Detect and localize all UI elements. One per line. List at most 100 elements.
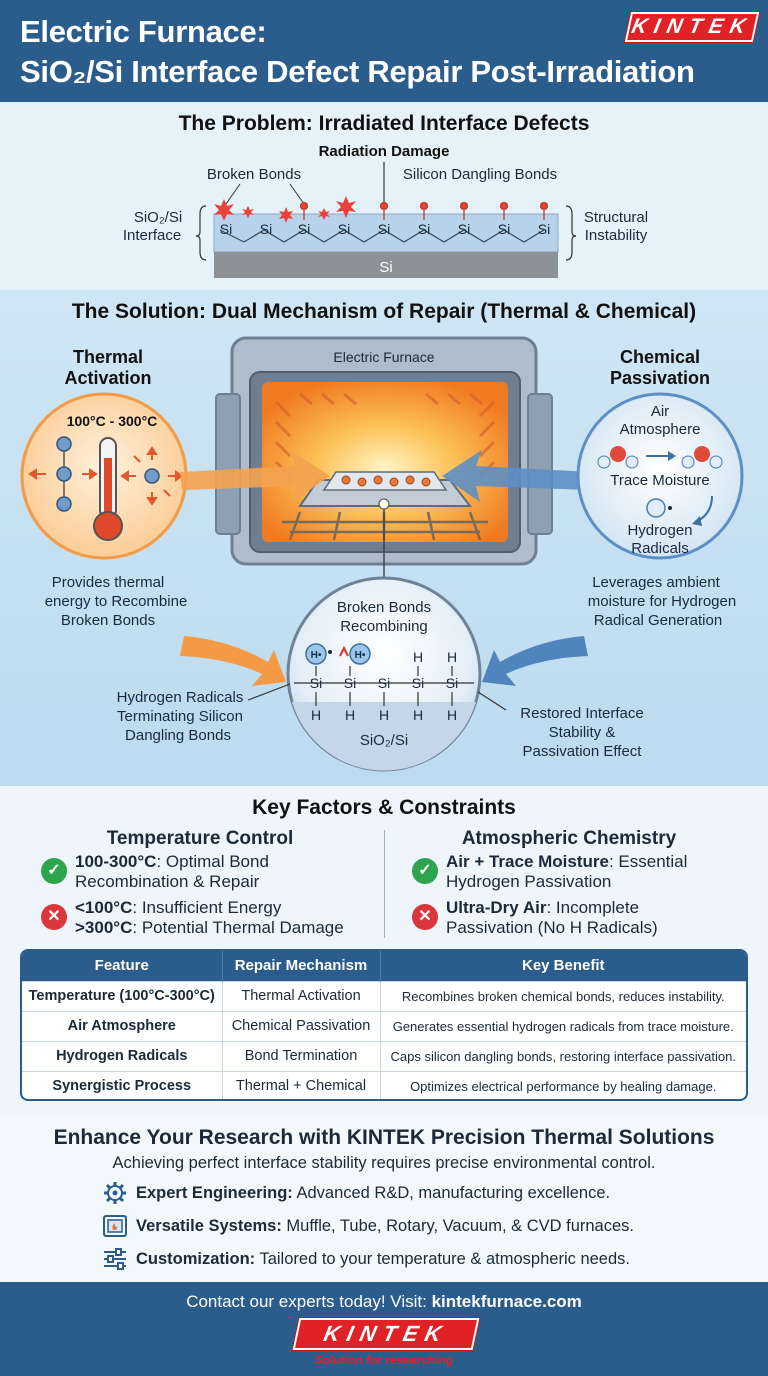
thermal-title-1: Thermal bbox=[73, 347, 143, 367]
svg-text:Si: Si bbox=[378, 221, 390, 237]
table-header: Feature bbox=[22, 951, 222, 981]
problem-title: The Problem: Irradiated Interface Defect… bbox=[178, 112, 590, 135]
water-molecule-icon bbox=[597, 446, 723, 469]
factors-section: Key Factors & Constraints Temperature Co… bbox=[0, 786, 768, 1116]
interface-label-2: Interface bbox=[123, 227, 181, 244]
kintek-logo[interactable]: KINTEK bbox=[624, 12, 760, 42]
temp-range: 100°C - 300°C bbox=[67, 413, 158, 429]
cta-section: Enhance Your Research with KINTEK Precis… bbox=[0, 1116, 768, 1282]
check-icon: ✓ bbox=[412, 858, 438, 884]
furnace-icon bbox=[102, 1214, 128, 1238]
left-callout-1: Hydrogen Radicals bbox=[117, 689, 244, 706]
right-callout-1: Restored Interface bbox=[520, 705, 643, 722]
table-cell: Synergistic Process bbox=[22, 1070, 222, 1099]
air-label-2: Atmosphere bbox=[620, 421, 701, 438]
instability-label-1: Structural bbox=[584, 209, 648, 226]
instability-label-2: Instability bbox=[585, 227, 648, 244]
page-title-line2: SiO₂/Si Interface Defect Repair Post-Irr… bbox=[20, 54, 695, 89]
svg-text:Si: Si bbox=[498, 221, 510, 237]
svg-text:Si: Si bbox=[344, 675, 356, 691]
dangling-bond-markers bbox=[299, 201, 549, 220]
h-radical-atoms-icon: H• H• bbox=[305, 643, 371, 665]
table-header: Key Benefit bbox=[379, 951, 746, 981]
chemical-title-1: Chemical bbox=[620, 347, 700, 367]
heat-curve-arrow-icon bbox=[180, 636, 286, 686]
check-icon: ✓ bbox=[41, 858, 67, 884]
contact-line: Contact our experts today! Visit: kintek… bbox=[186, 1292, 582, 1311]
interface-label-1: SiO₂/Si bbox=[134, 209, 182, 226]
atmosphere-bad: Ultra-Dry Air: Incomplete Passivation (N… bbox=[446, 898, 658, 937]
zoom-title-1: Broken Bonds bbox=[337, 599, 431, 616]
svg-text:Si: Si bbox=[338, 221, 350, 237]
svg-text:H: H bbox=[447, 707, 457, 723]
radiation-damage-label: Radiation Damage bbox=[319, 143, 450, 160]
h-radical-icon bbox=[646, 498, 666, 518]
svg-text:Si: Si bbox=[538, 221, 550, 237]
svg-text:H: H bbox=[447, 649, 457, 665]
table-row: Air Atmosphere Chemical Passivation Gene… bbox=[22, 1010, 746, 1041]
furnace-label: Electric Furnace bbox=[333, 349, 434, 365]
table-cell: Generates essential hydrogen radicals fr… bbox=[379, 1010, 746, 1041]
footer-tagline: Solution for researching bbox=[314, 1353, 454, 1367]
svg-text:H: H bbox=[311, 707, 321, 723]
kintek-footer-logo[interactable]: KINTEK bbox=[292, 1318, 480, 1350]
table-cell: Caps silicon dangling bonds, restoring i… bbox=[379, 1040, 746, 1071]
thermometer-icon bbox=[93, 437, 123, 541]
interface-defect-diagram: Radiation Damage Broken Bonds Silicon Da… bbox=[123, 143, 648, 278]
table-cell: Chemical Passivation bbox=[221, 1010, 380, 1041]
svg-text:Si: Si bbox=[220, 221, 232, 237]
header: Electric Furnace: SiO₂/Si Interface Defe… bbox=[0, 0, 768, 102]
footer: Contact our experts today! Visit: kintek… bbox=[0, 1282, 768, 1376]
svg-text:Si: Si bbox=[260, 221, 272, 237]
table-cell: Optimizes electrical performance by heal… bbox=[379, 1070, 746, 1099]
svg-text:Si: Si bbox=[418, 221, 430, 237]
svg-text:H: H bbox=[413, 649, 423, 665]
left-callout-2: Terminating Silicon bbox=[117, 708, 243, 725]
svg-text:H: H bbox=[379, 707, 389, 723]
cross-icon: ✕ bbox=[412, 904, 438, 930]
dual-mechanism-diagram: Thermal Activation 100°C - 300°C Provide… bbox=[20, 336, 744, 772]
svg-text:Si: Si bbox=[412, 675, 424, 691]
svg-text:Si: Si bbox=[446, 675, 458, 691]
table-row: Synergistic Process Thermal + Chemical O… bbox=[22, 1070, 746, 1099]
table-cell: Temperature (100°C-300°C) bbox=[22, 980, 222, 1011]
table-cell: Air Atmosphere bbox=[22, 1010, 222, 1041]
atmosphere-good: Air + Trace Moisture: Essential Hydrogen… bbox=[446, 852, 688, 891]
atmosphere-heading: Atmospheric Chemistry bbox=[461, 828, 677, 849]
temperature-heading: Temperature Control bbox=[106, 828, 294, 849]
svg-text:Si: Si bbox=[458, 221, 470, 237]
svg-text:Si: Si bbox=[310, 675, 322, 691]
chemical-desc-3: Radical Generation bbox=[594, 612, 722, 629]
svg-text:H•: H• bbox=[355, 650, 366, 661]
right-callout-2: Stability & bbox=[549, 724, 616, 741]
thermal-desc-1: Provides thermal bbox=[52, 574, 165, 591]
hydrogen-label-2: Radicals bbox=[631, 540, 689, 557]
table-header: Repair Mechanism bbox=[221, 951, 380, 981]
cross-icon: ✕ bbox=[41, 904, 67, 930]
table-cell: Thermal Activation bbox=[221, 980, 380, 1011]
right-callout-3: Passivation Effect bbox=[523, 743, 643, 760]
website-link[interactable]: kintekfurnace.com bbox=[431, 1292, 582, 1311]
moisture-arrow-icon bbox=[442, 450, 592, 502]
moisture-curve-arrow-icon bbox=[482, 636, 588, 686]
hydrogen-label-1: Hydrogen bbox=[627, 522, 692, 539]
broken-bonds-label: Broken Bonds bbox=[207, 166, 301, 183]
table-row: Temperature (100°C-300°C) Thermal Activa… bbox=[22, 980, 746, 1011]
heat-arrow-icon bbox=[180, 450, 330, 502]
substrate-label: Si bbox=[379, 259, 392, 276]
svg-text:H•: H• bbox=[311, 650, 322, 661]
problem-section: The Problem: Irradiated Interface Defect… bbox=[0, 102, 768, 290]
factors-title: Key Factors & Constraints bbox=[252, 796, 516, 819]
thermal-title-2: Activation bbox=[64, 368, 151, 388]
svg-text:Si: Si bbox=[378, 675, 390, 691]
svg-text:H: H bbox=[413, 707, 423, 723]
electric-furnace-icon bbox=[215, 336, 553, 566]
solution-section: The Solution: Dual Mechanism of Repair (… bbox=[0, 290, 768, 786]
table-header-row: Feature Repair Mechanism Key Benefit bbox=[22, 951, 746, 981]
temperature-bad: <100°C: Insufficient Energy >300°C: Pote… bbox=[75, 898, 344, 937]
table-cell: Bond Termination bbox=[221, 1040, 380, 1071]
zoom-substrate-label: SiO₂/Si bbox=[360, 732, 408, 749]
table-row: Hydrogen Radicals Bond Termination Caps … bbox=[22, 1040, 746, 1071]
broken-bond-bursts bbox=[214, 196, 356, 223]
vibrating-atoms-icon bbox=[56, 436, 160, 512]
